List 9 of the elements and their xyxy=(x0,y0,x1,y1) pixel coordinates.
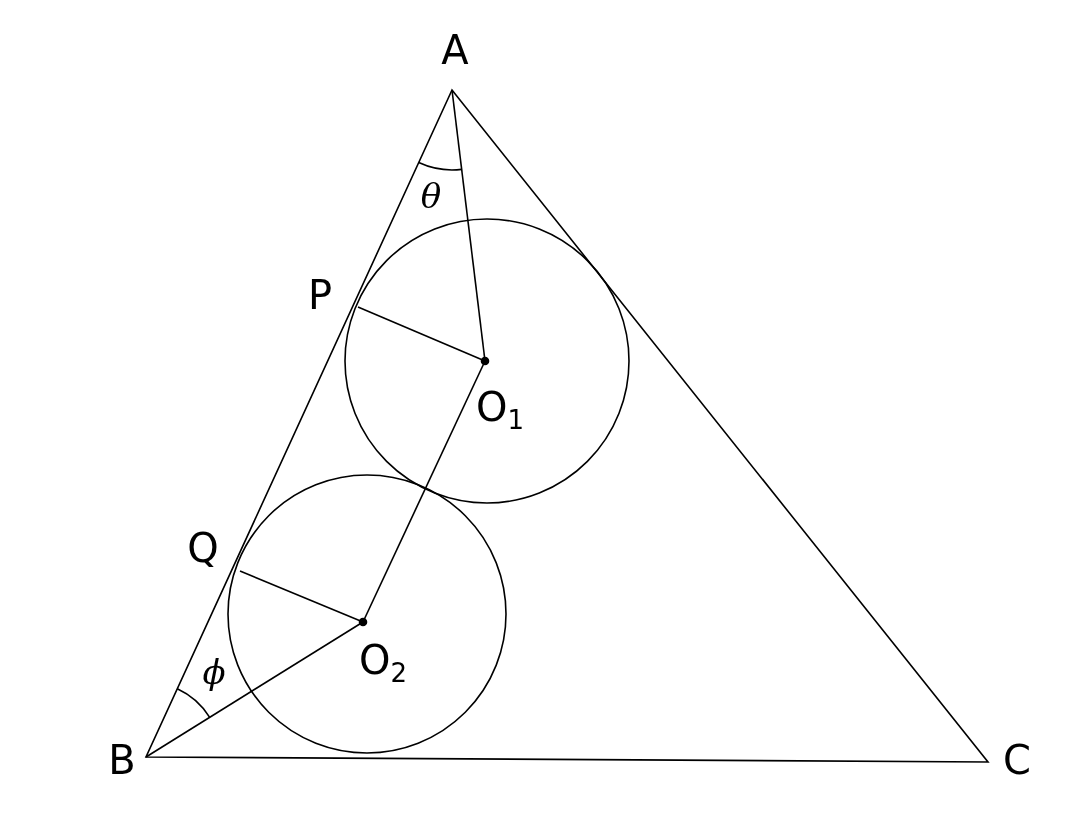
point-label: B xyxy=(108,740,136,780)
angle-label: θ xyxy=(420,179,442,213)
point-label: A xyxy=(441,30,469,70)
point-label: P xyxy=(307,275,333,315)
point-label: O$_{2}$ xyxy=(359,640,407,686)
point-label: Q xyxy=(187,528,219,568)
point-label: O$_{1}$ xyxy=(476,387,524,433)
point-label: C xyxy=(1003,740,1031,780)
angle-label: ϕ xyxy=(202,655,226,689)
